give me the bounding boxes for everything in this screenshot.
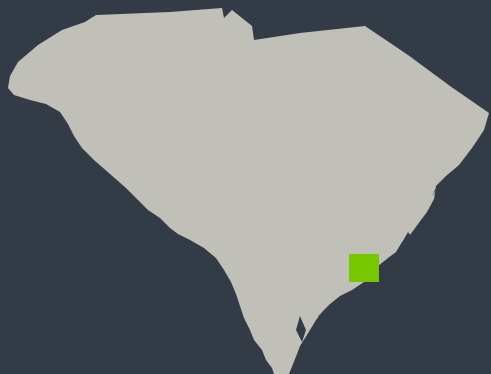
inlet — [318, 300, 342, 318]
location-square-icon[interactable] — [349, 254, 379, 282]
inlet — [400, 232, 411, 248]
inlet — [312, 320, 326, 336]
inlet — [298, 344, 306, 364]
state-outline — [8, 8, 489, 374]
inlet — [296, 316, 306, 342]
inlet — [424, 210, 433, 222]
